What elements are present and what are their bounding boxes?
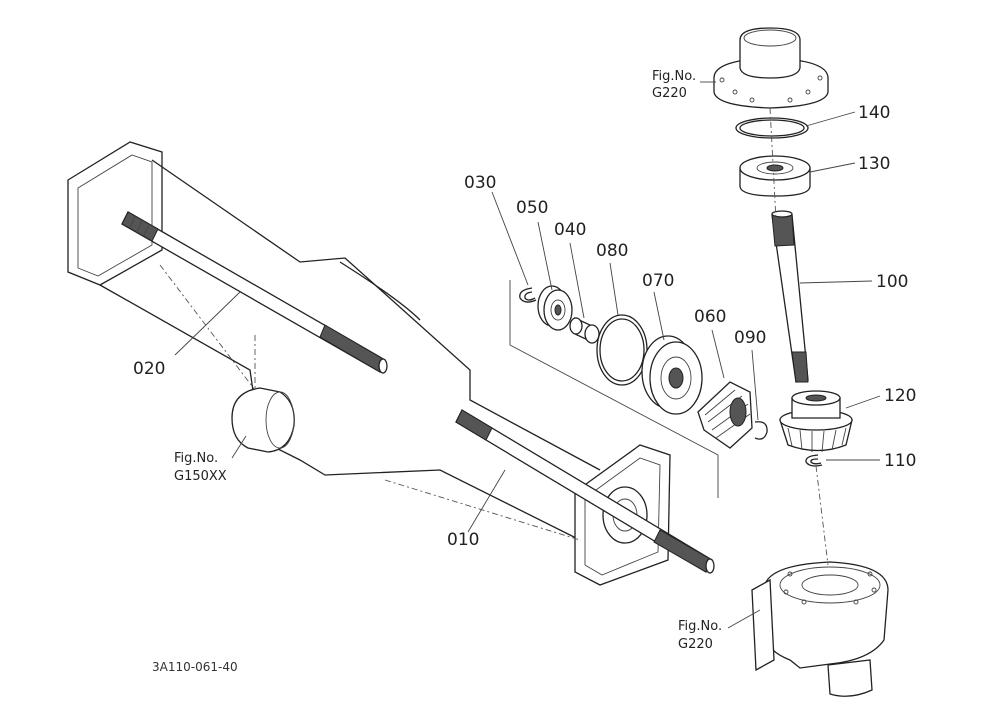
figure-references: Fig.No. G220 Fig.No. G150XX Fig.No. G220 [174,69,722,652]
drawing-code: 3A110-061-40 [152,660,238,674]
circlip-110 [805,454,823,467]
axle-shaft-020 [121,211,388,374]
circlip-090 [754,421,768,440]
part-label-060: 060 [694,307,726,327]
leader-lines [174,81,881,629]
axle-shaft-010 [455,409,715,574]
fig-ref-left-line1[interactable]: Fig.No. [174,451,218,466]
bevel-gear-060 [697,381,753,449]
oring-080 [596,314,648,386]
part-label-050: 050 [516,198,548,218]
fig-ref-top-line1[interactable]: Fig.No. [652,69,696,84]
part-label-010: 010 [447,530,479,550]
part-label-080: 080 [596,241,628,261]
fig-ref-bottom-line1[interactable]: Fig.No. [678,619,722,634]
fig-ref-top-line2[interactable]: G220 [652,86,687,101]
oring-140 [735,117,809,139]
part-label-030: 030 [464,173,496,193]
bearing-070 [641,335,703,415]
upper-gear-case [713,27,829,109]
collar-040 [569,316,600,344]
vertical-shaft-100 [771,210,809,383]
fig-ref-bottom-line2[interactable]: G220 [678,637,713,652]
bevel-pinion-120 [779,390,853,453]
part-label-100: 100 [876,272,908,292]
part-labels: 020 010 030 050 040 080 070 060 090 140 … [133,103,916,550]
part-label-140: 140 [858,103,890,123]
bearing-050 [537,285,573,331]
part-label-070: 070 [642,271,674,291]
part-label-090: 090 [734,328,766,348]
fig-ref-left-line2[interactable]: G150XX [174,469,227,484]
part-label-120: 120 [884,386,916,406]
circlip-030 [519,287,537,303]
axle-housing [67,141,671,586]
part-label-130: 130 [858,154,890,174]
part-label-020: 020 [133,359,165,379]
part-label-040: 040 [554,220,586,240]
centerlines [159,107,829,566]
assembly-bracket-line [509,280,719,498]
bearing-130 [739,155,811,197]
lower-gear-case [751,561,889,697]
part-label-110: 110 [884,451,916,471]
